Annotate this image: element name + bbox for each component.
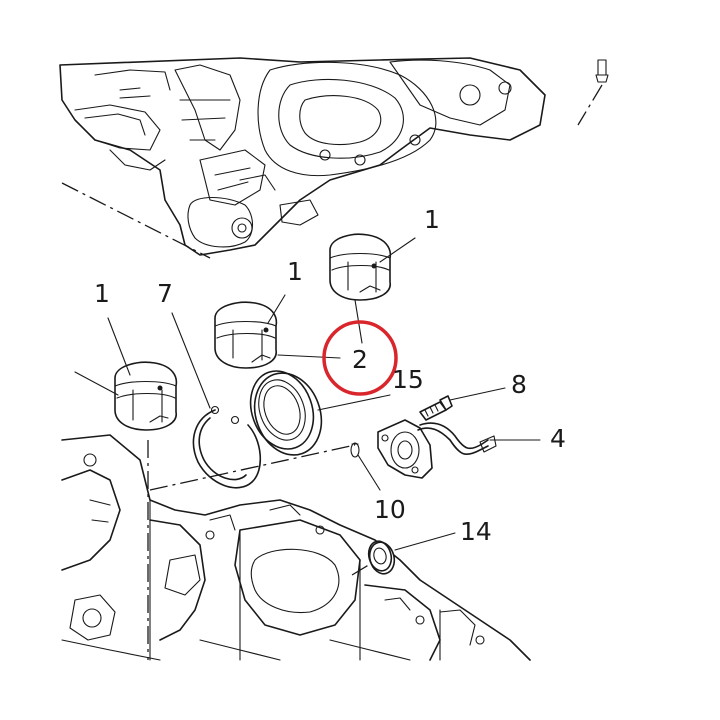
highlight-circle xyxy=(322,320,398,396)
bearing-shell-left xyxy=(114,361,178,431)
leader-10 xyxy=(357,454,381,491)
callout-8: 8 xyxy=(511,370,527,399)
circlip-ring xyxy=(192,405,262,489)
oil-seal xyxy=(249,370,323,456)
leader-1-middle xyxy=(267,294,286,324)
leader-7 xyxy=(171,312,211,409)
callout-1-middle: 1 xyxy=(287,257,303,286)
axis-line-seal-14 xyxy=(351,562,373,576)
sensor-assembly xyxy=(377,419,497,479)
callout-2: 2 xyxy=(352,345,368,374)
callout-7: 7 xyxy=(157,279,173,308)
leader-lines xyxy=(74,237,541,551)
seal-small xyxy=(367,540,396,575)
axis-line-crank xyxy=(149,444,356,491)
bolt xyxy=(419,395,453,421)
leader-2-a xyxy=(277,354,341,359)
leader-15 xyxy=(317,394,391,411)
axis-line-upper-right xyxy=(577,84,603,126)
leader-bearing-left xyxy=(74,371,119,396)
callout-4: 4 xyxy=(550,424,566,453)
lower-crankcase xyxy=(61,434,531,661)
callout-10: 10 xyxy=(374,495,406,524)
callout-1-top: 1 xyxy=(424,205,440,234)
bearing-shell-middle xyxy=(214,301,278,369)
leader-1-left xyxy=(107,317,131,376)
o-ring-small xyxy=(350,442,360,458)
callout-15: 15 xyxy=(392,365,424,394)
bearing-shell-top-right xyxy=(329,233,392,301)
leader-1-top xyxy=(379,237,416,263)
upper-engine-block xyxy=(59,57,609,256)
leader-8 xyxy=(449,387,506,401)
callout-1-left: 1 xyxy=(94,279,110,308)
leader-14 xyxy=(394,532,456,551)
callout-14: 14 xyxy=(460,517,492,546)
axis-line-upper-left xyxy=(61,182,211,259)
